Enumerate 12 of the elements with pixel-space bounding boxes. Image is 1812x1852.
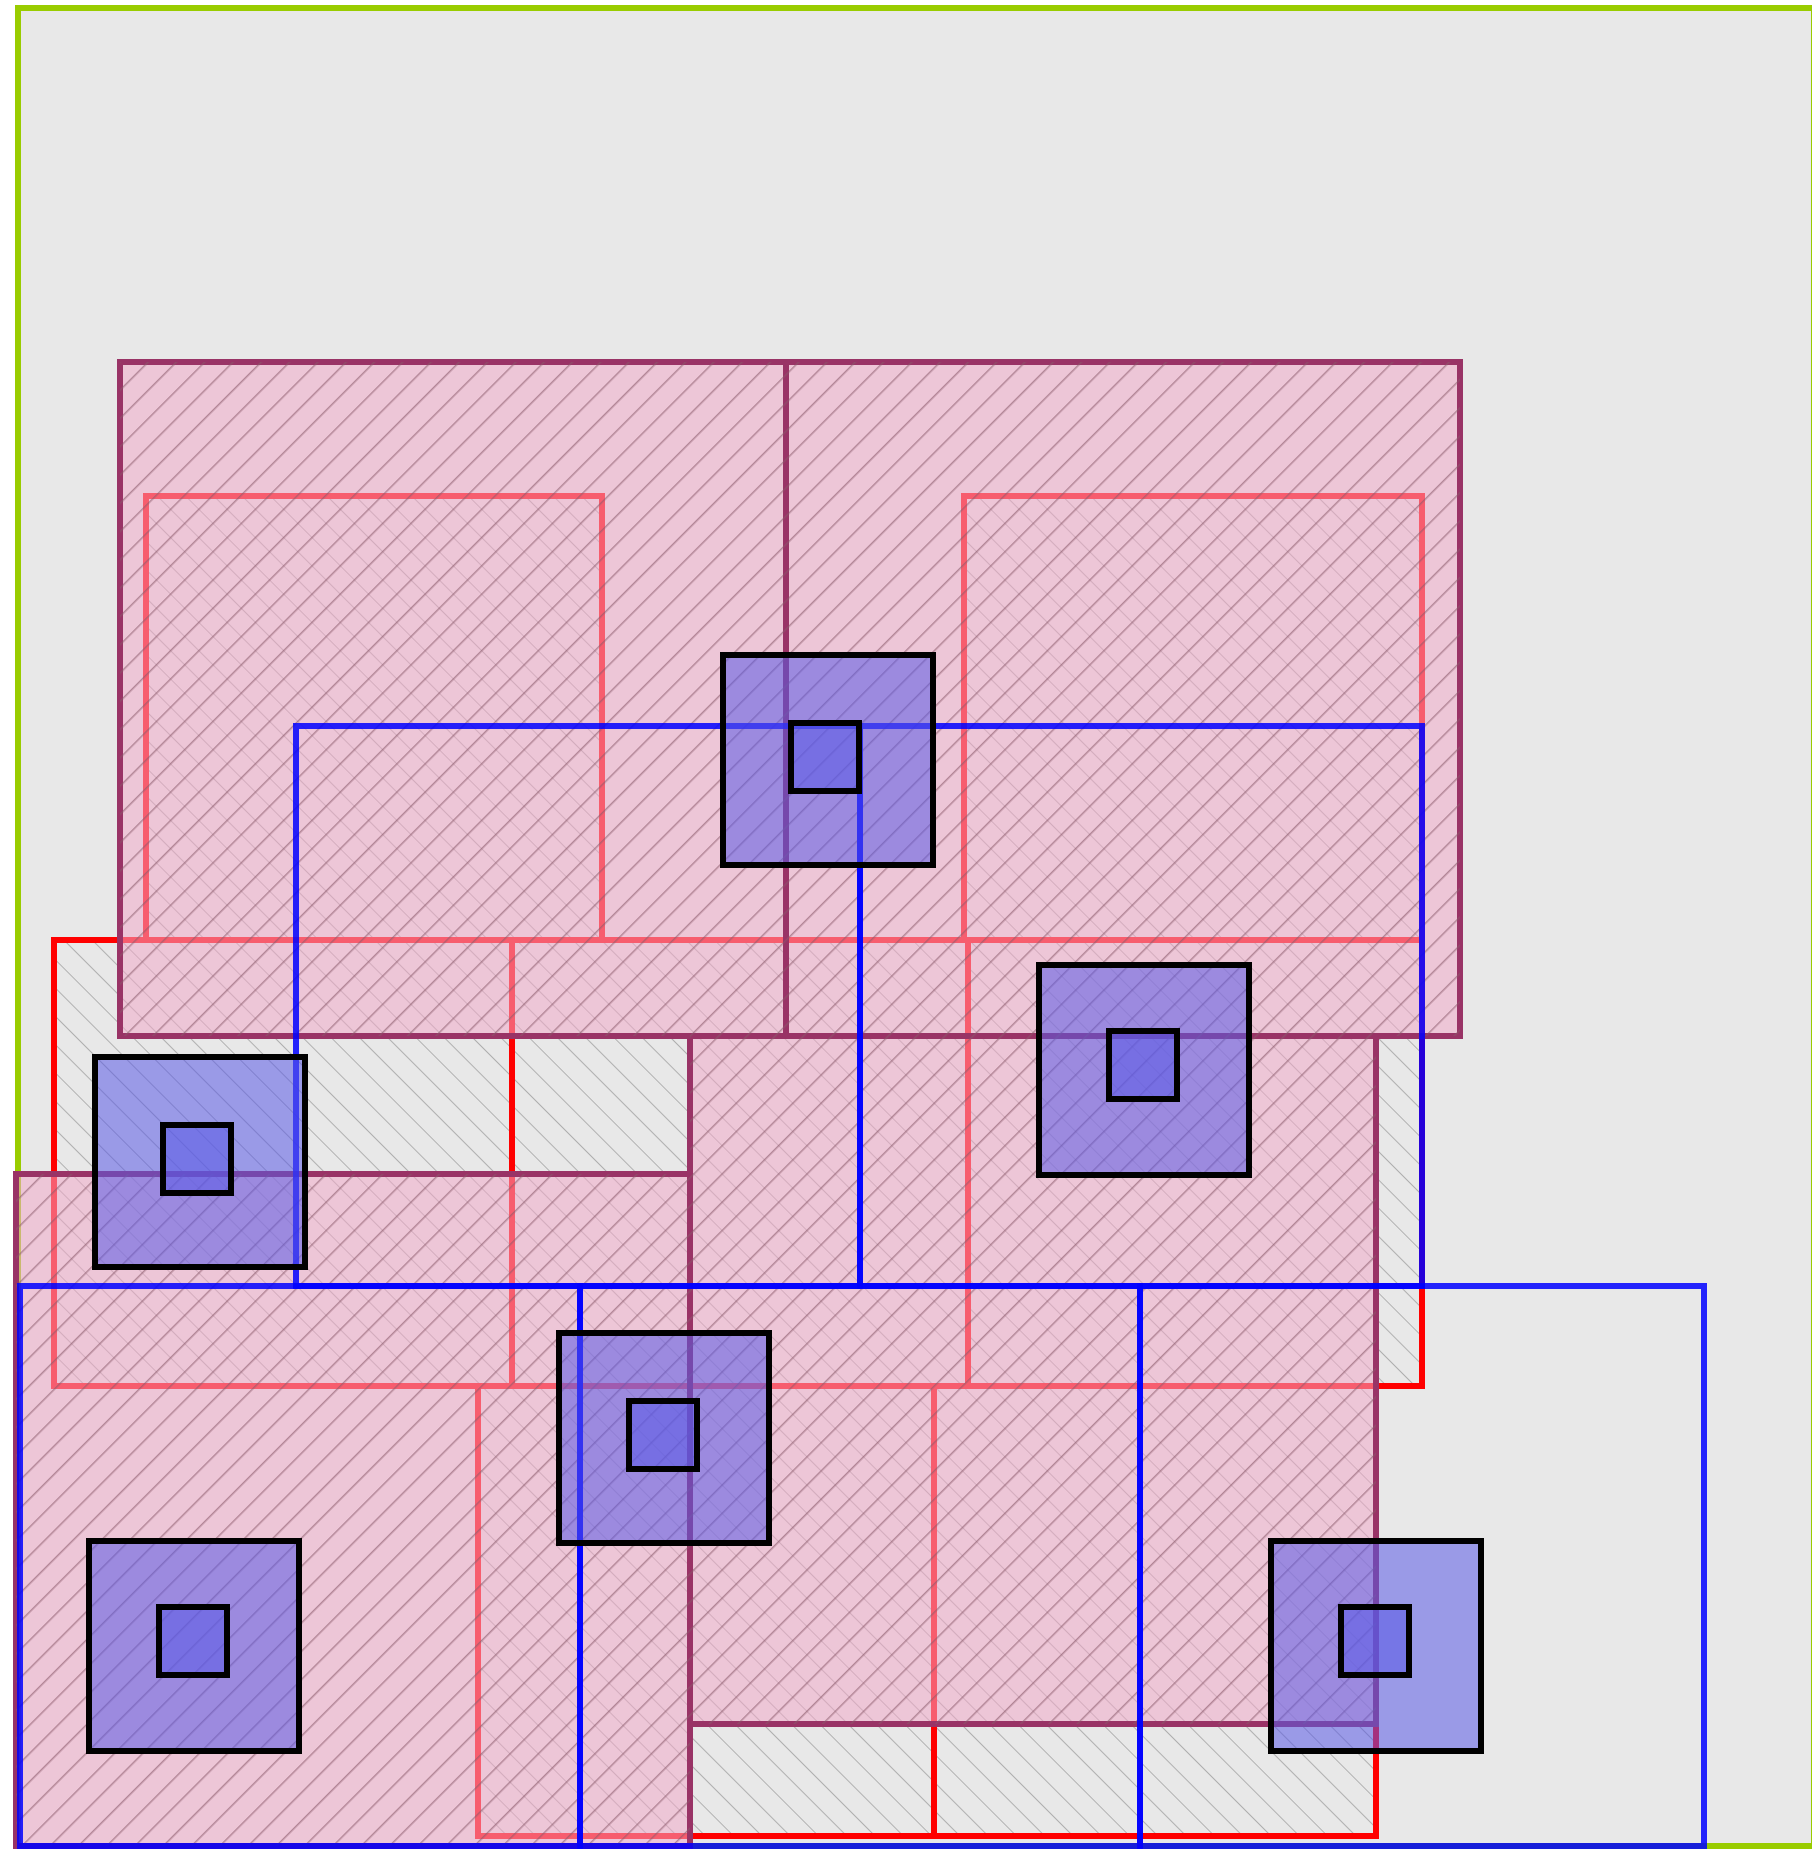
inner-square bbox=[160, 1122, 234, 1196]
marker-square bbox=[556, 1330, 772, 1546]
marker-square bbox=[92, 1054, 308, 1270]
marker-square bbox=[720, 652, 936, 868]
inner-square bbox=[156, 1604, 230, 1678]
inner-square bbox=[1338, 1604, 1412, 1678]
marker-square bbox=[1036, 962, 1252, 1178]
marker-square bbox=[86, 1538, 302, 1754]
inner-square bbox=[788, 720, 862, 794]
inner-square bbox=[626, 1398, 700, 1472]
inner-square bbox=[1106, 1028, 1180, 1102]
marker-square bbox=[1268, 1538, 1484, 1754]
